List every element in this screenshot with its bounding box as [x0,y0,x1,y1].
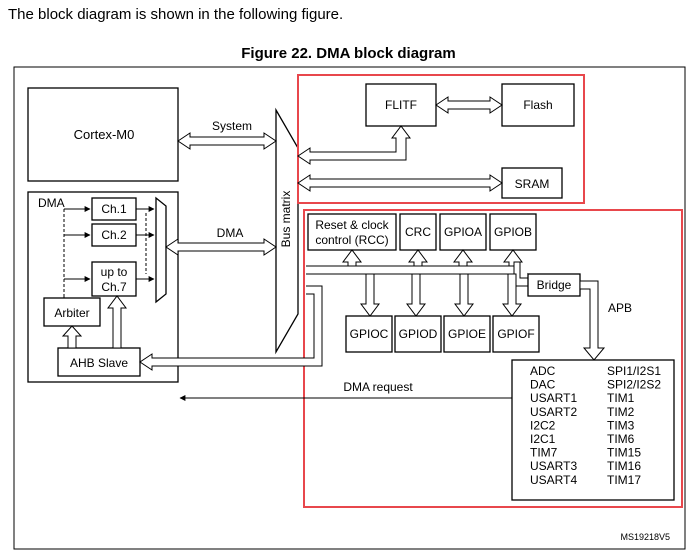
rcc-label-line1: Reset & clock [315,218,389,232]
channel-multiplexer [155,196,167,304]
channel-7-label-line2: Ch.7 [101,280,127,294]
ahb-up-arrows [342,249,523,267]
ahb-slave-label: AHB Slave [70,356,128,370]
apb-peripherals-box [511,359,675,501]
apb-peripheral-item: I2C1 [530,432,556,446]
cortex-m0-block [27,87,179,182]
dma-bus-label: DMA [217,226,244,240]
rcc-box [307,213,397,251]
apb-peripheral-item: TIM7 [530,446,558,460]
flash-label: Flash [523,98,552,112]
cortex-m0-label: Cortex-M0 [74,127,135,142]
apb-peripherals-right-list: SPI1/I2S1SPI2/I2S2TIM1TIM2TIM3TIM6TIM15T… [607,364,661,487]
apb-peripheral-item: USART4 [530,473,577,487]
dma-group-label: DMA [38,196,65,210]
apb-peripheral-item: SPI2/I2S2 [607,378,661,392]
dma-request-label: DMA request [343,380,413,394]
document-id: MS19218V5 [620,532,670,542]
apb-peripheral-item: USART3 [530,459,577,473]
apb-peripheral-item: ADC [530,364,556,378]
rcc-label-line2: control (RCC) [315,233,388,247]
ahb-to-arbiter-arrow [61,325,83,349]
figure-caption: Figure 22. DMA block diagram [241,45,456,62]
crc-label: CRC [405,225,431,239]
apb-peripheral-item: USART2 [530,405,577,419]
ahb-down-arrows [360,273,522,317]
channel-7-label-line1: up to [101,265,128,279]
apb-peripheral-item: I2C2 [530,418,556,432]
gpioc-box [345,315,393,353]
dma-bus-arrow [165,238,277,256]
apb-peripheral-item: DAC [530,378,556,392]
busmatrix-flitf-arrow [297,125,411,165]
ahb-bus-line [306,265,515,275]
gpiob-label: GPIOB [494,225,532,239]
gpioa-box [439,213,487,251]
apb-peripheral-item: TIM6 [607,432,635,446]
system-bus-arrow [177,132,277,150]
arbiter-label: Arbiter [54,306,89,320]
ahb-slave-box [57,347,141,377]
gpioc-label: GPIOC [350,327,389,341]
sram-box [501,167,563,199]
busmatrix-sram-arrow [297,174,503,192]
gpiod-label: GPIOD [399,327,438,341]
channel-output-lines [136,206,155,282]
apb-peripheral-item: TIM1 [607,391,635,405]
apb-peripheral-item: TIM17 [607,473,641,487]
gpioe-box [443,315,491,353]
intro-text: The block diagram is shown in the follow… [8,6,344,23]
system-bus-label: System [212,119,252,133]
ahb-to-channels-arrow [107,295,127,349]
flitf-flash-arrow [435,96,503,114]
gpioa-label: GPIOA [444,225,482,239]
apb-peripheral-item: TIM2 [607,405,635,419]
memory-highlight-region [297,74,585,204]
flash-box [501,83,575,127]
apb-peripheral-item: TIM16 [607,459,641,473]
bus-matrix [275,107,299,355]
channel-request-lines [63,206,91,298]
gpiof-box [492,315,540,353]
apb-bus-label: APB [608,301,632,315]
apb-peripheral-item: TIM3 [607,418,635,432]
apb-peripherals-left-list: ADCDACUSART1USART2I2C2I2C1TIM7USART3USAR… [530,364,577,487]
gpioe-label: GPIOE [448,327,486,341]
gpiof-label: GPIOF [497,327,534,341]
apb-bus-arrow [579,280,606,361]
bus-matrix-label: Bus matrix [279,191,293,248]
gpiod-box [394,315,442,353]
channel-2-label: Ch.2 [101,228,127,242]
flitf-label: FLITF [385,98,417,112]
channel-1-label: Ch.1 [101,202,127,216]
apb-peripheral-item: USART1 [530,391,577,405]
gpiob-box [489,213,537,251]
apb-peripheral-item: SPI1/I2S1 [607,364,661,378]
bridge-label: Bridge [537,278,572,292]
arbiter-box [43,297,101,327]
ahb-slave-feed-arrow [139,285,323,371]
apb-peripheral-item: TIM15 [607,446,641,460]
crc-box [399,213,437,251]
figure-frame [13,66,686,550]
sram-label: SRAM [515,177,550,191]
